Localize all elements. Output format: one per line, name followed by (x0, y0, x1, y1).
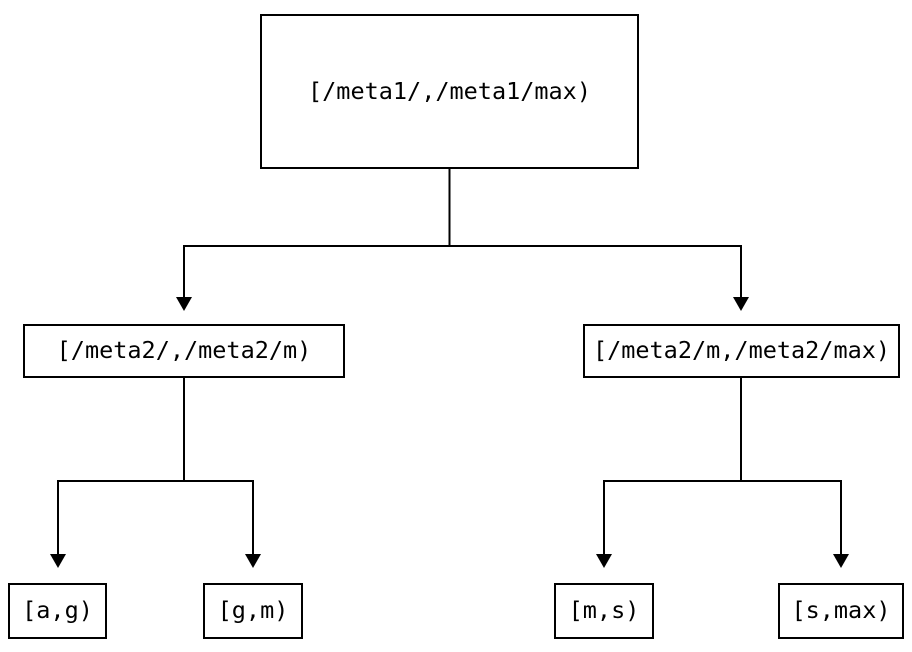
tree-node-meta2-left: [/meta2/,/meta2/m) (23, 324, 345, 378)
tree-node-leaf-smax: [s,max) (778, 583, 904, 639)
tree-node-leaf-ag-label: [a,g) (22, 596, 93, 625)
tree-node-meta2-right-label: [/meta2/m,/meta2/max) (592, 336, 891, 365)
tree-node-root: [/meta1/,/meta1/max) (260, 14, 639, 169)
root-branch-connector (176, 169, 749, 311)
tree-node-leaf-gm-label: [g,m) (217, 596, 289, 625)
arrow-down-icon (176, 297, 192, 311)
tree-node-root-label: [/meta1/,/meta1/max) (308, 76, 591, 105)
tree-node-leaf-ag: [a,g) (8, 583, 107, 639)
arrow-down-icon (50, 554, 66, 568)
left-branch-connector (50, 378, 261, 568)
tree-node-leaf-smax-label: [s,max) (791, 596, 891, 625)
tree-node-leaf-gm: [g,m) (203, 583, 303, 639)
tree-node-meta2-right: [/meta2/m,/meta2/max) (583, 324, 900, 378)
tree-node-leaf-ms: [m,s) (554, 583, 654, 639)
tree-node-leaf-ms-label: [m,s) (568, 596, 640, 625)
right-branch-connector (596, 378, 849, 568)
arrow-down-icon (596, 554, 612, 568)
tree-node-meta2-left-label: [/meta2/,/meta2/m) (56, 336, 312, 365)
left-branch-line (57, 480, 254, 555)
right-branch-line (603, 480, 842, 555)
arrow-down-icon (733, 297, 749, 311)
arrow-down-icon (833, 554, 849, 568)
arrow-down-icon (245, 554, 261, 568)
root-branch-line (183, 245, 742, 298)
